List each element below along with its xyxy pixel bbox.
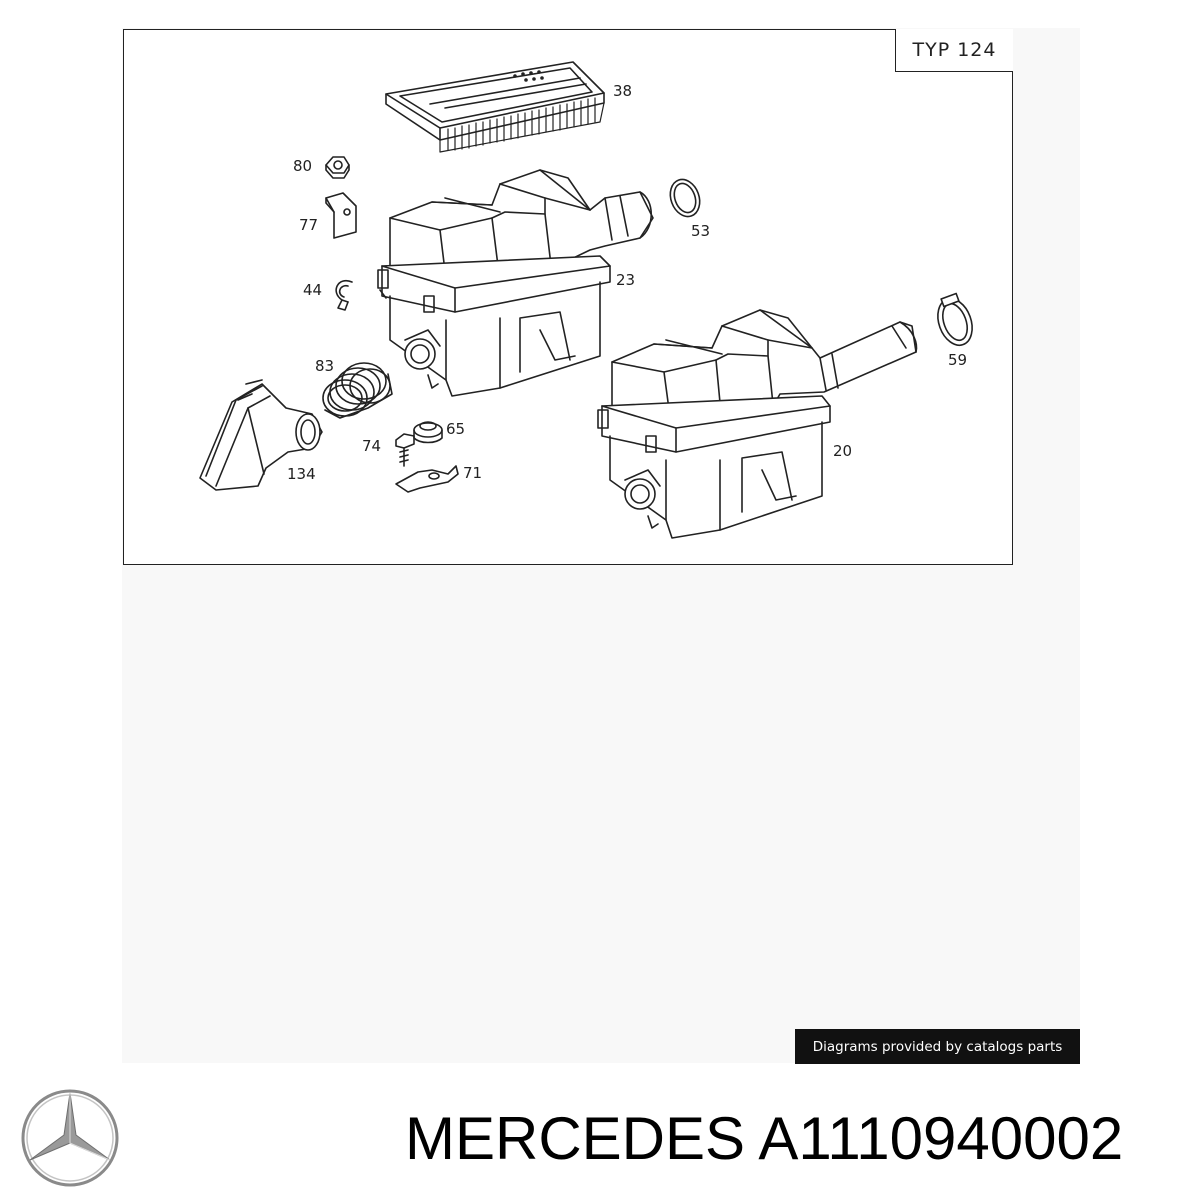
callout-71: 71 xyxy=(463,464,482,482)
callout-83: 83 xyxy=(315,357,334,375)
corrugated-hose-part xyxy=(322,362,393,419)
seal-ring-part xyxy=(669,178,701,218)
callout-65: 65 xyxy=(446,420,465,438)
callout-44: 44 xyxy=(303,281,322,299)
callout-80: 80 xyxy=(293,157,312,175)
grommet-part xyxy=(413,421,443,444)
parts-diagram: 38 80 77 53 23 44 59 83 65 74 134 71 20 xyxy=(199,61,973,539)
callout-20: 20 xyxy=(833,442,852,460)
part-title: MERCEDES A1110940002 xyxy=(405,1105,1124,1172)
screw-part xyxy=(395,433,415,467)
mercedes-star-logo-icon xyxy=(21,1089,119,1187)
callout-23: 23 xyxy=(616,271,635,289)
hex-nut-part xyxy=(325,156,350,179)
callout-74: 74 xyxy=(362,437,381,455)
bracket-part xyxy=(325,192,357,239)
callout-134: 134 xyxy=(287,465,316,483)
air-intake-duct-part xyxy=(199,379,323,491)
hose-clip-part xyxy=(335,279,353,311)
air-filter-assembly xyxy=(597,309,918,539)
callout-53: 53 xyxy=(691,222,710,240)
type-label: TYP 124 xyxy=(895,29,1013,72)
hose-clamp-part xyxy=(937,292,973,347)
mounting-bracket-part xyxy=(395,465,459,493)
callout-77: 77 xyxy=(299,216,318,234)
air-filter-housing-upper xyxy=(377,169,654,397)
diagram-credit-banner: Diagrams provided by catalogs parts xyxy=(795,1029,1080,1064)
parts-diagram-frame xyxy=(123,29,1013,565)
callout-38: 38 xyxy=(613,82,632,100)
callout-59: 59 xyxy=(948,351,967,369)
air-filter-element xyxy=(385,61,605,153)
